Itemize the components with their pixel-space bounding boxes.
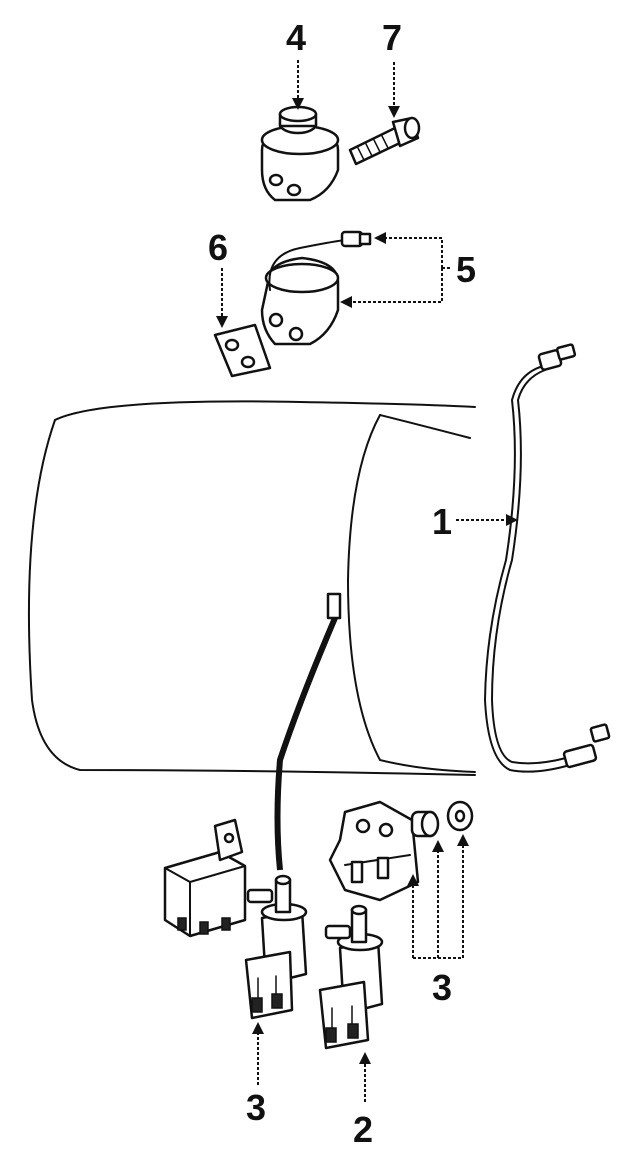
callout-2: 2 bbox=[353, 1109, 373, 1150]
callout-4: 4 bbox=[286, 17, 306, 58]
leader-lines bbox=[216, 60, 518, 1102]
callout-3-right: 3 bbox=[432, 967, 452, 1008]
vehicle-body-outline bbox=[27, 400, 476, 776]
egr-valve-with-sensor-part-5 bbox=[260, 230, 372, 346]
washer bbox=[446, 800, 474, 832]
relay bbox=[163, 818, 247, 938]
callout-5: 5 bbox=[456, 249, 476, 290]
solenoid-part-3-left bbox=[244, 874, 308, 1020]
spacer bbox=[410, 810, 440, 838]
oxygen-sensor-part-1 bbox=[484, 343, 611, 773]
callout-6: 6 bbox=[208, 227, 228, 268]
callout-1: 1 bbox=[432, 501, 452, 542]
gasket-part-6 bbox=[213, 323, 272, 378]
bracket-part-3-right bbox=[328, 800, 420, 902]
egr-valve-part-4 bbox=[260, 105, 340, 202]
wiring-harness bbox=[274, 592, 342, 871]
solenoid-part-2 bbox=[318, 904, 384, 1050]
callout-7: 7 bbox=[382, 17, 402, 58]
bolt-part-7 bbox=[348, 116, 421, 166]
callout-3-bottom: 3 bbox=[246, 1087, 266, 1128]
